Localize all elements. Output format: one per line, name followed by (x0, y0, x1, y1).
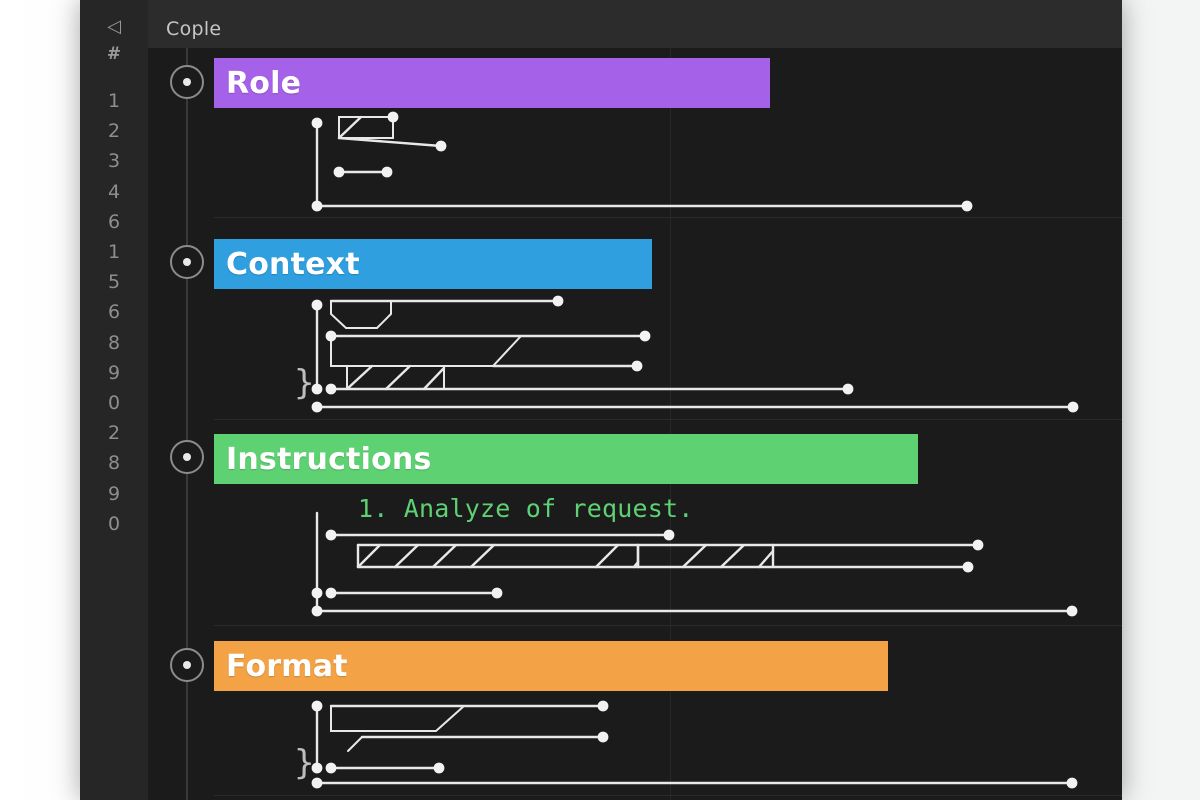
section-bullet-role[interactable] (170, 65, 204, 99)
line-number: 2 (107, 422, 121, 445)
line-number: 1 (107, 241, 121, 264)
section-bullet-context[interactable] (170, 245, 204, 279)
section-label-instructions: Instructions (226, 441, 432, 477)
line-number: 6 (107, 210, 121, 233)
section-bullet-instructions[interactable] (170, 440, 204, 474)
line-number: 1 (107, 90, 121, 112)
line-number: 5 (107, 271, 121, 294)
line-number: 8 (107, 452, 121, 475)
line-number: 4 (107, 180, 121, 203)
line-number: 6 (107, 301, 121, 324)
line-number: 9 (107, 361, 121, 384)
section-bullet-format[interactable] (170, 648, 204, 682)
section-header-context[interactable]: Context (214, 239, 652, 289)
section-header-format[interactable]: Format (214, 641, 888, 691)
line-number: 2 (107, 120, 121, 143)
collapse-icon[interactable]: ◁ (107, 16, 121, 37)
line-number: 8 (107, 331, 121, 354)
section-header-role[interactable]: Role (214, 58, 770, 108)
section-label-context: Context (226, 246, 360, 282)
section-separator (214, 795, 1122, 796)
editor-window: Cople ◁ # 1 2 3 4 6 1 5 6 8 9 0 2 8 9 0 (80, 0, 1122, 800)
instruction-list-item-1: 1. Analyze of request. (358, 494, 694, 523)
line-number: 0 (107, 392, 121, 415)
line-number: 3 (107, 150, 121, 173)
section-separator (214, 625, 1122, 626)
closing-brace-glyph: } (294, 363, 315, 403)
closing-brace-glyph: } (294, 743, 315, 783)
line-number-gutter: ◁ # 1 2 3 4 6 1 5 6 8 9 0 2 8 9 0 (80, 0, 148, 800)
line-number: 0 (107, 512, 121, 535)
section-label-role: Role (226, 65, 302, 101)
tab-title[interactable]: Cople (166, 18, 222, 40)
line-number-list: 1 2 3 4 6 1 5 6 8 9 0 2 8 9 0 (80, 86, 148, 539)
code-content-area[interactable]: Role Context (148, 48, 1122, 800)
line-number: 9 (107, 482, 121, 505)
gutter-icon-group: ◁ # (80, 0, 148, 68)
title-bar: Cople (80, 0, 1122, 49)
section-thread-line (186, 48, 188, 800)
section-separator (214, 217, 1122, 218)
vertical-ruler-guide (670, 48, 671, 800)
section-separator (214, 419, 1122, 420)
hash-icon[interactable]: # (106, 44, 122, 64)
section-label-format: Format (226, 648, 348, 684)
section-header-instructions[interactable]: Instructions (214, 434, 918, 484)
